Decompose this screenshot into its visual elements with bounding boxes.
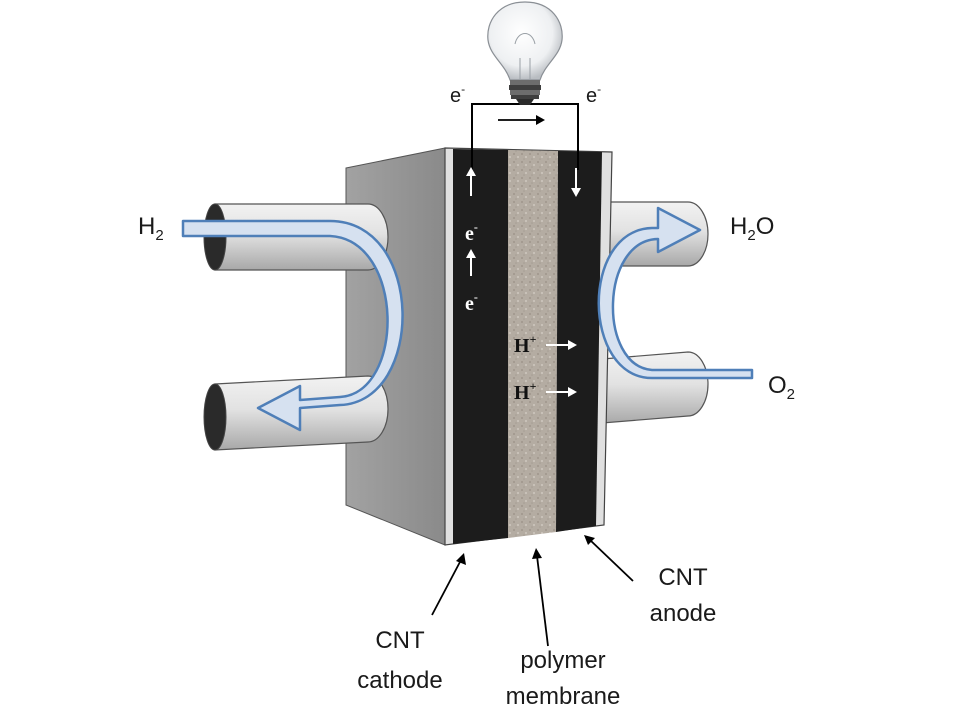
cnt-cathode-layer	[453, 149, 508, 544]
circuit-direction-arrow	[498, 115, 545, 125]
proton-arrow-2	[546, 387, 577, 397]
proton-label-2: H+	[514, 379, 537, 404]
hydrogen-label: H2	[138, 213, 164, 244]
hydrogen-flow-arrow	[181, 219, 404, 432]
electron-down-arrow	[571, 168, 581, 197]
polymer-membrane-layer	[508, 150, 558, 538]
anode-label-line1: CNT	[658, 564, 708, 591]
oxygen-label: O2	[768, 372, 795, 403]
cathode-label-line1: CNT	[375, 627, 425, 654]
cathode-pointer	[431, 553, 466, 616]
electron-label-inner-2: e-	[465, 290, 478, 315]
proton-label-1: H+	[514, 332, 537, 357]
electron-up-arrow-2	[466, 249, 476, 276]
membrane-pointer	[532, 548, 549, 647]
membrane-label-line2: membrane	[506, 683, 621, 710]
cnt-anode-layer	[556, 151, 602, 532]
electron-up-arrow-1	[466, 167, 476, 196]
membrane-label-line1: polymer	[520, 647, 605, 674]
water-label: H2O	[730, 213, 774, 244]
proton-arrow-1	[546, 340, 577, 350]
anode-label-line2: anode	[650, 600, 717, 627]
electron-label-left: e-	[450, 82, 465, 107]
anode-pointer	[584, 535, 634, 582]
cathode-label-line2: cathode	[357, 667, 442, 694]
electron-label-inner-1: e-	[465, 220, 478, 245]
oxygen-water-flow-arrow	[597, 206, 754, 380]
electron-label-right: e-	[586, 82, 601, 107]
light-bulb-icon	[487, 1, 563, 105]
